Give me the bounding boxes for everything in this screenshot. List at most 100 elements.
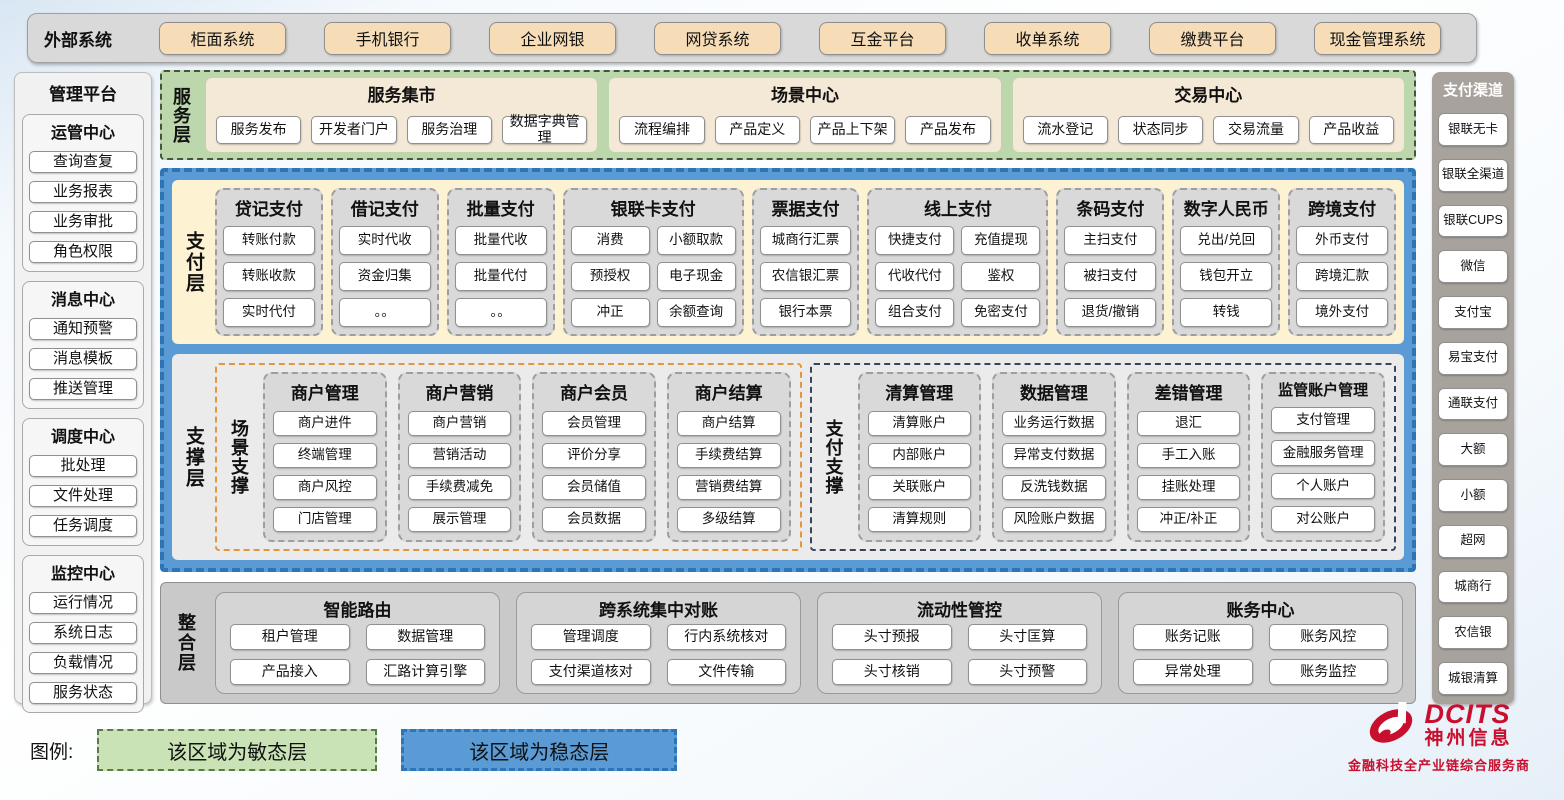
external-system-button[interactable]: 现金管理系统 <box>1314 21 1441 55</box>
payment-item-button[interactable]: 电子现金 <box>656 262 736 291</box>
integration-item-button[interactable]: 账务记账 <box>1133 624 1253 650</box>
support-item-button[interactable]: 金融服务管理 <box>1271 440 1375 466</box>
service-item-button[interactable]: 交易流量 <box>1213 115 1299 144</box>
payment-item-button[interactable]: 小额取款 <box>656 226 736 255</box>
service-item-button[interactable]: 数据字典管理 <box>501 113 588 144</box>
payment-item-button[interactable]: 钱包开立 <box>1180 262 1273 291</box>
payment-item-button[interactable]: 农信银汇票 <box>759 262 852 291</box>
payment-item-button[interactable]: 快捷支付 <box>875 226 955 255</box>
management-item-button[interactable]: 服务状态 <box>29 682 137 704</box>
support-item-button[interactable]: 个人账户 <box>1271 473 1375 499</box>
support-item-button[interactable]: 评价分享 <box>542 443 646 468</box>
support-item-button[interactable]: 商户进件 <box>273 411 377 436</box>
management-item-button[interactable]: 负载情况 <box>29 652 137 674</box>
payment-item-button[interactable]: 冲正 <box>570 298 650 327</box>
payment-item-button[interactable]: 城商行汇票 <box>759 226 852 255</box>
external-system-button[interactable]: 网贷系统 <box>654 21 781 55</box>
payment-item-button[interactable]: 境外支付 <box>1296 298 1389 327</box>
external-system-button[interactable]: 柜面系统 <box>159 21 286 55</box>
service-item-button[interactable]: 流程编排 <box>619 115 705 144</box>
support-item-button[interactable]: 营销费结算 <box>676 475 781 500</box>
payment-item-button[interactable]: 外币支付 <box>1296 226 1389 255</box>
support-item-button[interactable]: 内部账户 <box>867 443 972 468</box>
support-item-button[interactable]: 展示管理 <box>407 507 512 532</box>
support-item-button[interactable]: 退汇 <box>1136 411 1241 436</box>
payment-item-button[interactable]: 实时代收 <box>338 226 431 255</box>
payment-item-button[interactable]: 消费 <box>570 226 650 255</box>
support-item-button[interactable]: 业务运行数据 <box>1002 411 1106 436</box>
service-item-button[interactable]: 产品上下架 <box>809 115 896 144</box>
payment-item-button[interactable]: 资金归集 <box>338 262 431 291</box>
service-item-button[interactable]: 状态同步 <box>1117 115 1204 144</box>
management-item-button[interactable]: 系统日志 <box>29 622 137 644</box>
external-system-button[interactable]: 互金平台 <box>819 21 946 55</box>
payment-item-button[interactable]: 转钱 <box>1180 298 1273 327</box>
channel-button[interactable]: 银联无卡 <box>1438 113 1508 146</box>
management-item-button[interactable]: 角色权限 <box>29 241 137 263</box>
service-item-button[interactable]: 开发者门户 <box>311 115 397 144</box>
support-item-button[interactable]: 异常支付数据 <box>1002 443 1106 468</box>
support-item-button[interactable]: 清算规则 <box>867 507 972 532</box>
integration-item-button[interactable]: 租户管理 <box>230 624 350 650</box>
channel-button[interactable]: 大额 <box>1438 433 1508 467</box>
channel-button[interactable]: 超网 <box>1438 524 1508 558</box>
support-item-button[interactable]: 多级结算 <box>676 507 781 532</box>
support-item-button[interactable]: 会员管理 <box>542 411 646 436</box>
support-item-button[interactable]: 终端管理 <box>273 443 377 468</box>
service-item-button[interactable]: 服务治理 <box>406 115 492 144</box>
service-item-button[interactable]: 产品收益 <box>1308 115 1394 144</box>
integration-item-button[interactable]: 头寸核销 <box>832 659 952 685</box>
support-item-button[interactable]: 反洗钱数据 <box>1002 475 1106 500</box>
integration-item-button[interactable]: 管理调度 <box>531 624 651 650</box>
support-item-button[interactable]: 商户营销 <box>407 411 512 436</box>
channel-button[interactable]: 银联全渠道 <box>1438 158 1508 192</box>
channel-button[interactable]: 城银清算 <box>1438 662 1508 695</box>
support-item-button[interactable]: 营销活动 <box>407 443 512 468</box>
integration-item-button[interactable]: 异常处理 <box>1133 659 1253 685</box>
integration-item-button[interactable]: 行内系统核对 <box>666 624 786 650</box>
integration-item-button[interactable]: 账务监控 <box>1268 659 1388 685</box>
management-item-button[interactable]: 运行情况 <box>29 592 137 614</box>
payment-item-button[interactable]: 免密支付 <box>961 298 1041 327</box>
management-item-button[interactable]: 消息模板 <box>29 348 137 370</box>
support-item-button[interactable]: 会员储值 <box>542 475 646 500</box>
payment-item-button[interactable]: 代收代付 <box>875 262 955 291</box>
support-item-button[interactable]: 关联账户 <box>867 475 972 500</box>
integration-item-button[interactable]: 产品接入 <box>230 659 350 685</box>
channel-button[interactable]: 小额 <box>1438 479 1508 512</box>
payment-item-button[interactable]: 退货/撤销 <box>1064 298 1157 327</box>
payment-item-button[interactable]: 鉴权 <box>961 262 1041 291</box>
support-item-button[interactable]: 商户结算 <box>676 411 781 436</box>
channel-button[interactable]: 通联支付 <box>1438 387 1508 421</box>
support-item-button[interactable]: 清算账户 <box>867 411 972 436</box>
management-item-button[interactable]: 查询查复 <box>29 151 137 173</box>
integration-item-button[interactable]: 头寸预警 <box>967 659 1087 685</box>
payment-item-button[interactable]: 转账付款 <box>223 226 315 255</box>
support-item-button[interactable]: 手续费结算 <box>676 443 781 468</box>
channel-button[interactable]: 微信 <box>1438 250 1508 284</box>
channel-button[interactable]: 易宝支付 <box>1438 341 1508 375</box>
payment-item-button[interactable]: 预授权 <box>570 262 650 291</box>
external-system-button[interactable]: 手机银行 <box>324 21 451 55</box>
payment-item-button[interactable]: 。。 <box>338 298 431 327</box>
service-item-button[interactable]: 服务发布 <box>216 115 302 144</box>
channel-button[interactable]: 银联CUPS <box>1438 204 1508 238</box>
integration-item-button[interactable]: 头寸预报 <box>832 624 952 650</box>
payment-item-button[interactable]: 跨境汇款 <box>1296 262 1389 291</box>
management-item-button[interactable]: 任务调度 <box>29 515 137 537</box>
payment-item-button[interactable]: 银行本票 <box>759 298 852 327</box>
management-item-button[interactable]: 批处理 <box>29 455 137 477</box>
integration-item-button[interactable]: 支付渠道核对 <box>531 659 651 685</box>
integration-item-button[interactable]: 账务风控 <box>1268 624 1388 650</box>
management-item-button[interactable]: 业务审批 <box>29 211 137 233</box>
service-item-button[interactable]: 流水登记 <box>1022 115 1108 144</box>
payment-item-button[interactable]: 。。 <box>454 298 547 327</box>
support-item-button[interactable]: 挂账处理 <box>1136 475 1241 500</box>
support-item-button[interactable]: 冲正/补正 <box>1136 507 1241 532</box>
support-item-button[interactable]: 对公账户 <box>1271 506 1375 532</box>
payment-item-button[interactable]: 转账收款 <box>223 262 315 291</box>
support-item-button[interactable]: 商户风控 <box>273 475 377 500</box>
channel-button[interactable]: 支付宝 <box>1438 296 1508 329</box>
channel-button[interactable]: 城商行 <box>1438 570 1508 604</box>
payment-item-button[interactable]: 被扫支付 <box>1064 262 1157 291</box>
